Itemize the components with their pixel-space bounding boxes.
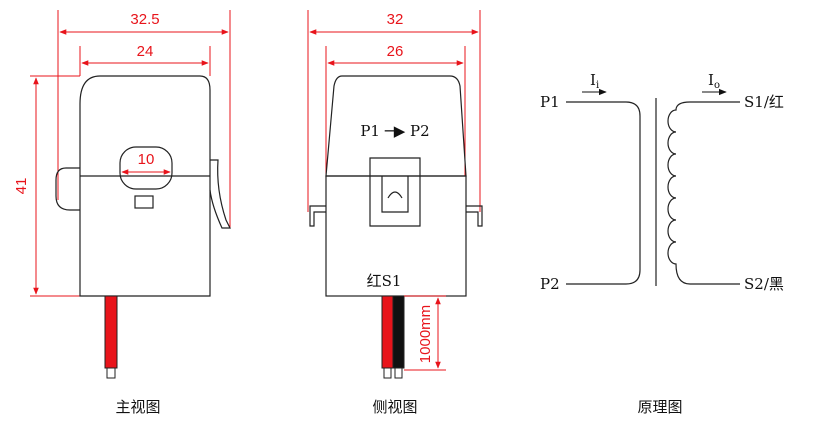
label-p2: P2 xyxy=(540,275,560,293)
front-view-caption: 主视图 xyxy=(115,398,160,416)
side-view: 32 26 P1 ─▶ P2 红S1 1 xyxy=(307,10,483,416)
front-view: 32.5 24 41 10 xyxy=(13,10,231,416)
label-s1: S1/红 xyxy=(744,93,784,111)
front-aperture xyxy=(119,146,173,190)
dim-total-width-front-label: 32.5 xyxy=(130,11,159,28)
front-latch-tab xyxy=(134,195,154,209)
dim-lead-length: 1000mm xyxy=(404,295,446,371)
dim-aperture: 10 xyxy=(121,151,171,175)
side-view-caption: 侧视图 xyxy=(372,398,417,416)
side-lead-terminal-red xyxy=(383,367,392,379)
schematic: Ii Io P1 P2 S1/红 S2/黑 原理图 xyxy=(540,71,784,416)
dim-inner-width-side: 26 xyxy=(325,43,466,176)
secondary-coil xyxy=(667,101,740,285)
dim-lead-length-label: 1000mm xyxy=(417,305,434,363)
dim-inner-width-side-label: 26 xyxy=(387,43,404,60)
label-s2: S2/黑 xyxy=(744,275,784,293)
dim-total-width-front: 32.5 xyxy=(57,10,231,228)
dim-inner-width-front: 24 xyxy=(79,43,211,76)
side-latch-hook xyxy=(387,191,403,199)
side-right-flange xyxy=(466,205,483,227)
label-i-in: Ii xyxy=(590,71,599,91)
label-p1: P1 xyxy=(540,93,560,111)
side-left-flange xyxy=(309,205,326,227)
front-lead-wire-red xyxy=(104,295,118,369)
label-i-out: Io xyxy=(708,71,720,91)
front-body xyxy=(79,75,211,297)
front-hinge-latch xyxy=(209,159,231,229)
dim-height-front: 41 xyxy=(13,75,80,297)
side-direction-label: P1 ─▶ P2 xyxy=(360,122,429,140)
dim-height-front-label: 41 xyxy=(13,178,30,195)
front-left-clip xyxy=(55,167,80,211)
side-lead-wire-red xyxy=(381,295,394,369)
dim-aperture-label: 10 xyxy=(138,151,155,168)
schematic-caption: 原理图 xyxy=(637,398,682,416)
side-lead-label: 红S1 xyxy=(367,272,402,290)
side-center-latch xyxy=(369,157,421,227)
front-lead-terminal xyxy=(106,367,116,379)
side-lead-wire-black xyxy=(392,295,405,369)
dim-inner-width-front-label: 24 xyxy=(137,43,154,60)
primary-conductor xyxy=(566,101,641,285)
dim-total-width-side: 32 xyxy=(307,10,481,212)
side-lead-terminal-black xyxy=(394,367,403,379)
dim-total-width-side-label: 32 xyxy=(387,11,404,28)
